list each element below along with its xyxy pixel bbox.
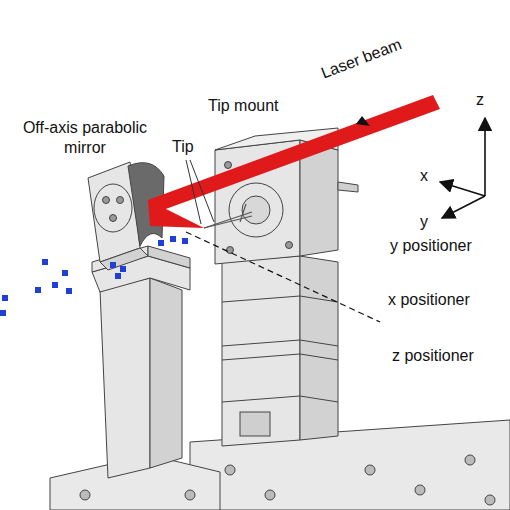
tip-mount-block bbox=[225, 162, 232, 169]
positioner-stack bbox=[222, 256, 300, 446]
stage-label: x positioner bbox=[388, 290, 470, 310]
positioner-stack bbox=[300, 396, 338, 402]
blue-dots bbox=[158, 240, 164, 246]
positioner-stack bbox=[222, 296, 300, 302]
laser-beam bbox=[148, 95, 440, 214]
positioner-stack bbox=[300, 354, 338, 360]
laser-beam bbox=[356, 116, 370, 126]
mirror-holder bbox=[110, 215, 117, 222]
axis-triad bbox=[442, 196, 485, 218]
base-plate bbox=[465, 455, 475, 465]
mirror-pedestal bbox=[100, 278, 150, 478]
tip-leader bbox=[190, 160, 214, 222]
positioner-stack bbox=[300, 256, 338, 440]
base-plate bbox=[365, 465, 375, 475]
mirror-pedestal bbox=[148, 246, 190, 268]
positioner-stack bbox=[222, 354, 300, 360]
base-plate bbox=[265, 490, 275, 500]
base-plate bbox=[485, 495, 495, 505]
part-label: Tip bbox=[172, 137, 194, 157]
blue-dots bbox=[42, 259, 48, 265]
base-plate bbox=[225, 465, 235, 475]
axis-label: z bbox=[476, 90, 484, 110]
axis-triad bbox=[440, 118, 485, 218]
stage-label: y positioner bbox=[390, 236, 472, 256]
positioner-stack bbox=[300, 340, 338, 346]
mirror-pedestal bbox=[92, 246, 190, 478]
blue-dots bbox=[0, 310, 6, 316]
mirror-holder bbox=[103, 197, 110, 204]
axis-triad bbox=[484, 118, 486, 196]
base-plate bbox=[415, 485, 425, 495]
axis-triad bbox=[440, 182, 485, 196]
blue-dots bbox=[182, 238, 188, 244]
blue-dots bbox=[120, 266, 126, 272]
positioner-stack bbox=[222, 396, 300, 402]
tip-mount-block bbox=[286, 242, 293, 249]
blue-dots bbox=[66, 288, 72, 294]
tip-mount-block bbox=[227, 247, 234, 254]
positioner-stack bbox=[222, 340, 300, 346]
tip-mount-block bbox=[242, 196, 270, 224]
stage-label: z positioner bbox=[392, 346, 474, 366]
positioner-stack bbox=[222, 256, 338, 446]
tip-leader bbox=[186, 160, 214, 224]
blue-dots bbox=[170, 236, 176, 242]
base-plate bbox=[80, 490, 90, 500]
laser-beam bbox=[148, 95, 440, 228]
tip-wire bbox=[204, 216, 252, 228]
mirror-holder bbox=[94, 184, 132, 232]
axis-label: x bbox=[420, 166, 428, 186]
tip-mount-block bbox=[338, 182, 358, 192]
positioner-stack bbox=[240, 412, 270, 436]
blue-dots bbox=[115, 273, 121, 279]
axis-dashed-line bbox=[186, 232, 380, 322]
tip-mount-block bbox=[215, 128, 358, 264]
mirror-pedestal bbox=[150, 278, 182, 468]
positioner-stack bbox=[300, 296, 338, 302]
blue-dots bbox=[2, 295, 8, 301]
tip-wire bbox=[240, 204, 246, 222]
mirror-holder bbox=[117, 197, 124, 204]
blue-dots bbox=[62, 270, 68, 276]
part-label: Tip mount bbox=[208, 96, 279, 116]
base-plate bbox=[185, 490, 195, 500]
blue-dots bbox=[35, 287, 41, 293]
blue-dots bbox=[52, 282, 58, 288]
axis-label: y bbox=[420, 212, 428, 232]
beam-label: Laser beam bbox=[318, 34, 404, 83]
blue-dots bbox=[0, 236, 188, 316]
laser-beam bbox=[148, 200, 204, 228]
tip-mount-block bbox=[229, 183, 283, 237]
blue-dots bbox=[110, 262, 116, 268]
part-label: Off-axis parabolic mirror bbox=[10, 118, 160, 158]
